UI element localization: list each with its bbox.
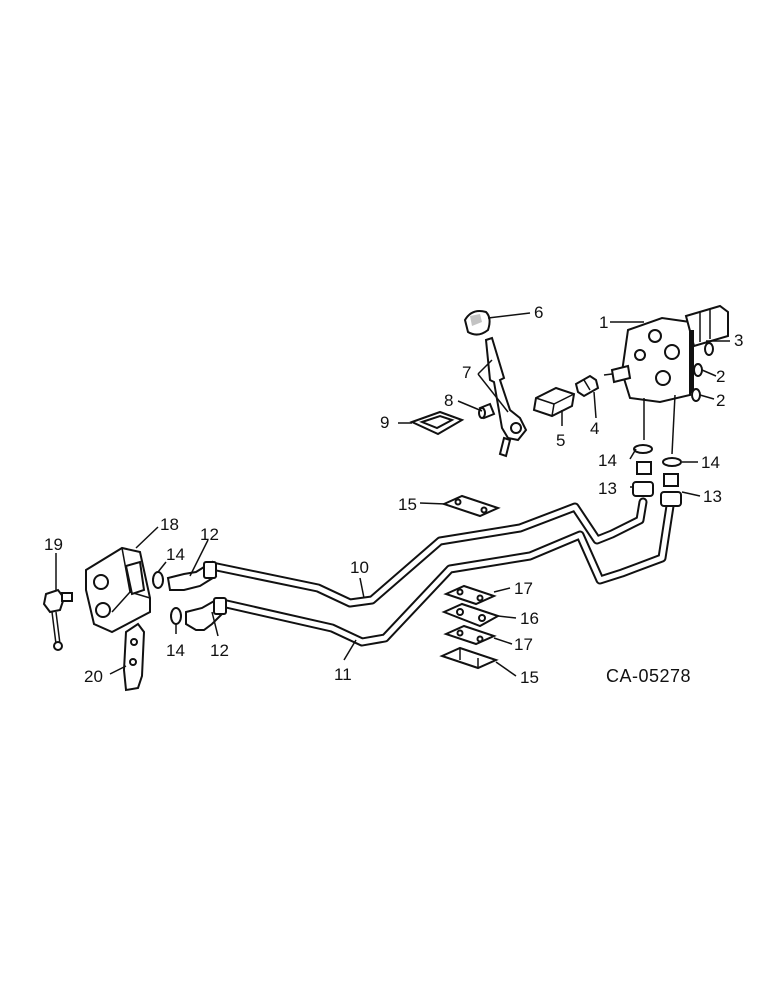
callout-3: 3 bbox=[734, 331, 743, 350]
reference-code: CA-05278 bbox=[606, 666, 691, 686]
pin bbox=[478, 402, 496, 420]
callout-20: 20 bbox=[84, 667, 103, 686]
fitting-13-right-b bbox=[660, 473, 682, 507]
callout-14-left-a: 14 bbox=[166, 545, 185, 564]
callout-14-right-b: 14 bbox=[701, 453, 720, 472]
o-ring-2-upper bbox=[693, 363, 703, 377]
fitting-13-right-a bbox=[632, 461, 654, 497]
callout-15-lower: 15 bbox=[520, 668, 539, 687]
lever-block bbox=[532, 386, 576, 418]
callout-11: 11 bbox=[334, 665, 352, 684]
callout-10: 10 bbox=[350, 558, 369, 577]
clamp-16 bbox=[441, 602, 501, 628]
callout-13-right-a: 13 bbox=[598, 479, 617, 498]
o-ring-14-left-a bbox=[152, 571, 164, 589]
callout-17-lower: 17 bbox=[514, 635, 533, 654]
control-lever bbox=[484, 336, 528, 458]
callout-13-right-b: 13 bbox=[703, 487, 722, 506]
callout-4: 4 bbox=[590, 419, 599, 438]
callout-labels: 1 3 2 2 6 7 8 9 5 4 14 14 13 13 15 17 16… bbox=[44, 303, 743, 687]
clamp-15-lower bbox=[439, 646, 499, 670]
clamp-17-lower bbox=[443, 624, 497, 646]
elbow-12-lower bbox=[185, 597, 227, 631]
o-ring-14-right-a bbox=[633, 444, 653, 454]
o-ring-14-left-b bbox=[170, 607, 182, 625]
callout-2-upper: 2 bbox=[716, 367, 725, 386]
elbow-12-upper bbox=[166, 560, 218, 591]
gasket bbox=[409, 410, 465, 436]
pipe-10 bbox=[207, 497, 648, 608]
callout-9: 9 bbox=[380, 413, 389, 432]
callout-6: 6 bbox=[534, 303, 543, 322]
callout-12-lower: 12 bbox=[210, 641, 229, 660]
callout-14-left-b: 14 bbox=[166, 641, 185, 660]
clamp-17-upper bbox=[443, 584, 497, 606]
callout-8: 8 bbox=[444, 391, 453, 410]
callout-12-upper: 12 bbox=[200, 525, 219, 544]
lever-knob bbox=[463, 310, 491, 336]
mounting-bracket bbox=[122, 622, 146, 692]
callout-1: 1 bbox=[599, 313, 608, 332]
callout-19: 19 bbox=[44, 535, 63, 554]
valve-handle bbox=[42, 588, 73, 651]
callout-15-upper: 15 bbox=[398, 495, 417, 514]
coupler-block bbox=[85, 546, 151, 634]
pipe-11 bbox=[217, 501, 675, 647]
callout-7: 7 bbox=[462, 363, 471, 382]
o-ring-2-lower bbox=[691, 388, 701, 402]
callout-14-right-a: 14 bbox=[598, 451, 617, 470]
o-ring-14-right-b bbox=[662, 457, 682, 467]
callout-17-upper: 17 bbox=[514, 579, 533, 598]
callout-2-lower: 2 bbox=[716, 391, 725, 410]
linkage-fitting bbox=[574, 374, 600, 398]
clamp-15-upper bbox=[441, 494, 501, 518]
leader-lines bbox=[55, 312, 730, 677]
control-valve bbox=[603, 304, 729, 404]
callout-16: 16 bbox=[520, 609, 539, 628]
callout-5: 5 bbox=[556, 431, 565, 450]
callout-18: 18 bbox=[160, 515, 179, 534]
o-ring-3 bbox=[704, 342, 714, 356]
